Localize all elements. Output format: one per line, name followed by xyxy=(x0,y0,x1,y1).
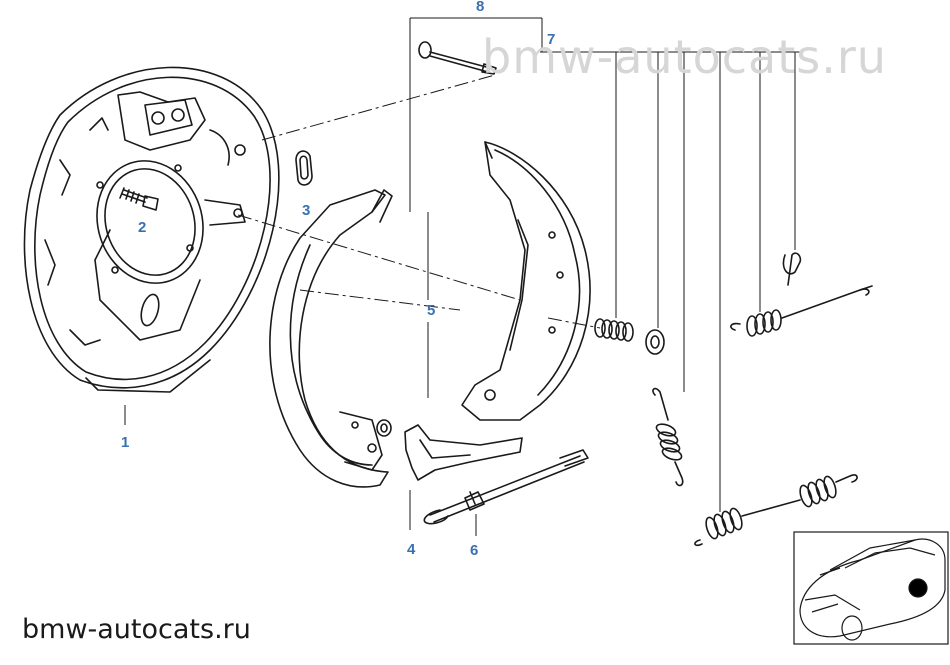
watermark-bottom: bmw-autocats.ru xyxy=(22,614,251,645)
callout-3: 3 xyxy=(302,202,311,219)
cup-washer xyxy=(645,329,665,355)
brake-shoe-left xyxy=(269,189,393,488)
return-spring-long xyxy=(730,252,873,337)
lever xyxy=(404,424,523,481)
callout-5: 5 xyxy=(427,302,436,319)
grommet xyxy=(295,150,313,186)
return-spring-lower xyxy=(694,474,858,547)
callout-7: 7 xyxy=(547,31,556,48)
callout-2: 2 xyxy=(138,219,147,236)
return-spring-short xyxy=(652,387,684,487)
callout-6: 6 xyxy=(470,542,479,559)
washer-small xyxy=(376,419,392,437)
bolt xyxy=(119,187,159,211)
callout-1: 1 xyxy=(121,434,130,451)
watermark-top: bmw-autocats.ru xyxy=(482,30,887,84)
compression-spring xyxy=(594,318,634,342)
backing-plate xyxy=(23,66,280,393)
brake-shoe-right xyxy=(461,141,591,421)
callout-4: 4 xyxy=(407,541,416,558)
vehicle-inset xyxy=(793,531,949,645)
callout-8: 8 xyxy=(476,0,485,15)
adjuster-strut xyxy=(423,449,589,525)
hold-down-pin xyxy=(418,41,497,75)
